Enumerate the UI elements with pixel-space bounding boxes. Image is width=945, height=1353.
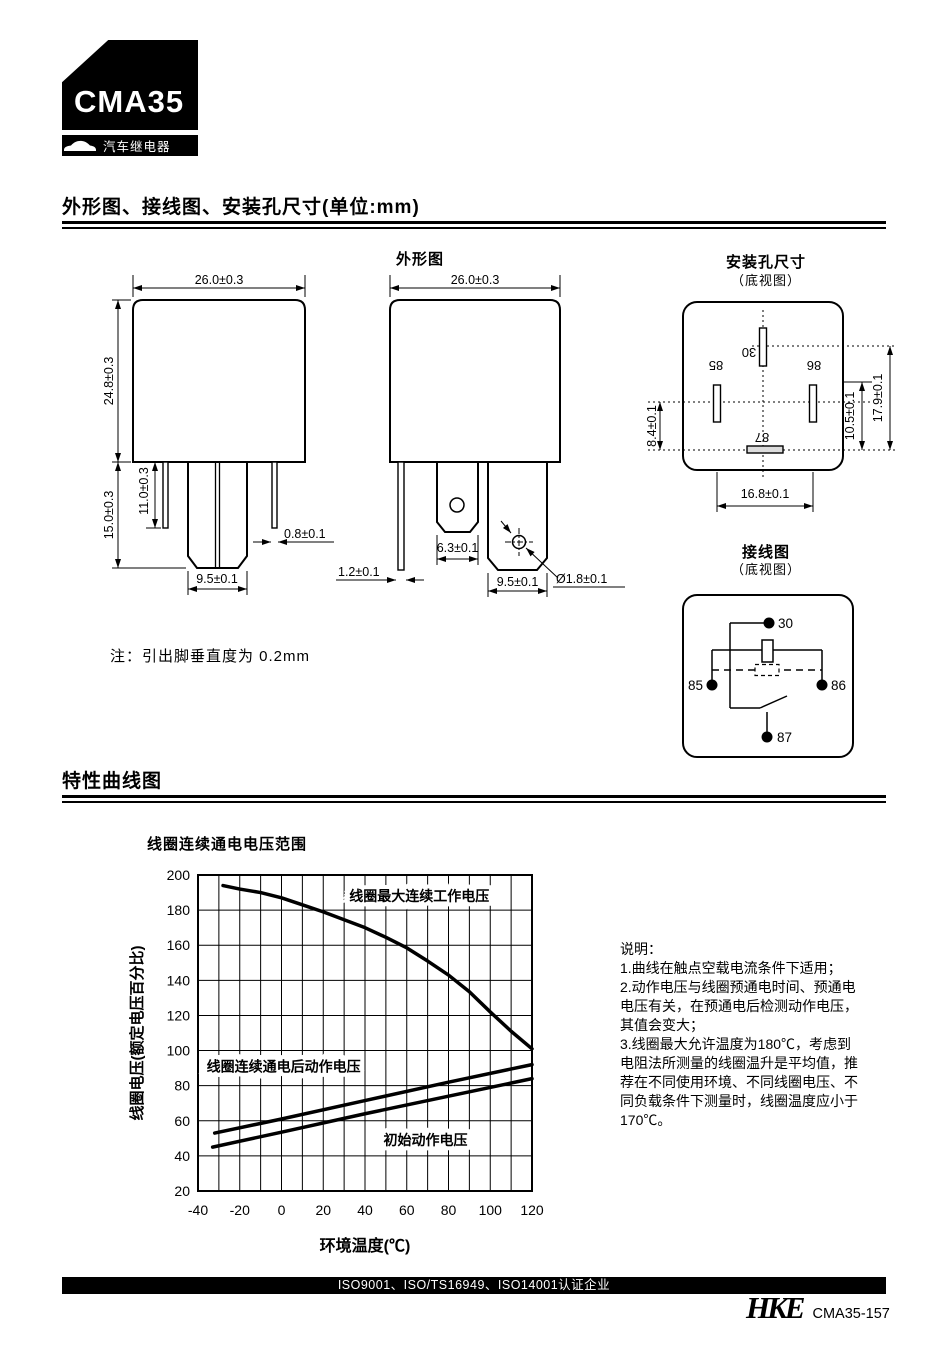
mount-dim-inner: 10.5±0.1 bbox=[843, 392, 857, 441]
dim-side-mid-pin: 6.3±0.1 bbox=[437, 541, 479, 555]
terminal-86-dot bbox=[816, 679, 828, 691]
terminal-87-dot bbox=[761, 731, 773, 743]
chart-x-tick-label: 100 bbox=[479, 1202, 503, 1218]
mount-pin-85: 85 bbox=[709, 358, 723, 373]
chart-y-tick-label: 180 bbox=[167, 902, 191, 918]
chart-series-label: 初始动作电压 bbox=[384, 1132, 468, 1148]
dim-side-hole: Ø1.8±0.1 bbox=[556, 572, 607, 586]
chart-y-tick-label: 160 bbox=[167, 937, 191, 953]
car-icon bbox=[64, 140, 96, 151]
dim-front-body-height: 24.8±0.3 bbox=[102, 357, 116, 406]
chart-x-tick-label: -40 bbox=[188, 1202, 208, 1218]
chart-y-axis-label: 线圈电压(额定电压百分比) bbox=[128, 946, 146, 1121]
dim-front-blade-width: 9.5±0.1 bbox=[196, 572, 238, 586]
chart-notes: 说明： 1.曲线在触点空载电流条件下适用； 2.动作电压与线圈预通电时间、预通电… bbox=[620, 940, 860, 1130]
dim-front-pin-total: 15.0±0.3 bbox=[102, 491, 116, 540]
wiring-subtitle: （底视图） bbox=[730, 562, 801, 577]
wiring-title: 接线图 bbox=[741, 544, 790, 561]
chart-x-tick-label: -20 bbox=[230, 1202, 250, 1218]
chart-series-label: 线圈连续通电后动作电压 bbox=[207, 1058, 361, 1074]
chart-x-tick-label: 20 bbox=[315, 1202, 331, 1218]
wiring-label-87: 87 bbox=[777, 730, 792, 745]
wiring-label-85: 85 bbox=[688, 678, 703, 693]
voltage-temperature-chart: 20 40 60 80 100 120 140 160 180 200 -40 -20 0 20 40 60 8… bbox=[128, 867, 544, 1255]
mount-pin-30: 30 bbox=[742, 345, 756, 360]
page-code: CMA35-157 bbox=[812, 1306, 890, 1322]
chart-y-tick-label: 100 bbox=[167, 1043, 191, 1059]
chart-y-tick-label: 60 bbox=[174, 1113, 190, 1129]
dim-front-pin-small: 11.0±0.3 bbox=[137, 467, 151, 515]
mount-dim-bottom: 16.8±0.1 bbox=[741, 487, 790, 501]
note-item: 2.动作电压与线圈预通电时间、预通电电压有关，在预通电后检测动作电压，其值会变大… bbox=[620, 979, 858, 1033]
section2-rule bbox=[62, 795, 886, 803]
chart-x-tick-label: 60 bbox=[399, 1202, 415, 1218]
chart-y-tick-label: 20 bbox=[174, 1183, 190, 1199]
dim-front-pin-thick: 0.8±0.1 bbox=[284, 527, 326, 541]
footer-brand-row: HKE CMA35-157 bbox=[746, 1290, 890, 1326]
dim-side-thin-pin: 1.2±0.1 bbox=[338, 565, 380, 579]
mounting-hole-drawing: 30 85 86 87 8.4±0.1 10.5±0.1 17.9±0.1 16… bbox=[645, 301, 896, 512]
mount-pin-87: 87 bbox=[755, 430, 769, 445]
mounting-title: 安装孔尺寸 bbox=[725, 254, 806, 271]
chart-plot-border bbox=[197, 874, 533, 1192]
note-item: 3.线圈最大允许温度为180℃，考虑到电阻法所测量的线圈温升是平均值，推荐在不同… bbox=[620, 1036, 858, 1128]
chart-series-line bbox=[221, 883, 534, 1051]
category-bar: 汽车继电器 bbox=[62, 135, 198, 156]
terminal-85-dot bbox=[706, 679, 718, 691]
chart-title: 线圈连续通电电压范围 bbox=[147, 836, 308, 853]
chart-y-tick-label: 120 bbox=[167, 1007, 191, 1023]
chart-x-tick-label: 0 bbox=[278, 1202, 286, 1218]
chart-series-line bbox=[212, 1062, 534, 1135]
wiring-label-86: 86 bbox=[831, 678, 846, 693]
chart-y-tick-label: 200 bbox=[167, 867, 191, 883]
outline-note: 注：引出脚垂直度为 0.2mm bbox=[110, 648, 311, 665]
chart-series-label: 线圈最大连续工作电压 bbox=[349, 888, 489, 904]
section1-rule bbox=[62, 221, 886, 229]
section1-title: 外形图、接线图、安装孔尺寸(单位:mm) bbox=[62, 197, 420, 218]
certification-bar: ISO9001、ISO/TS16949、ISO14001认证企业 bbox=[62, 1277, 886, 1294]
section2-title: 特性曲线图 bbox=[62, 771, 163, 792]
wiring-diagram: 30 85 86 87 bbox=[682, 594, 854, 758]
wiring-label-30: 30 bbox=[778, 616, 793, 631]
product-name: CMA35 bbox=[74, 84, 185, 119]
front-view-drawing: 26.0±0.3 24.8±0.3 15.0±0.3 11.0±0.3 0.8±… bbox=[102, 273, 334, 595]
chart-y-tick-label: 40 bbox=[174, 1148, 190, 1164]
category-label: 汽车继电器 bbox=[103, 140, 171, 154]
chart-y-tick-label: 80 bbox=[174, 1078, 190, 1094]
brand-logo: HKE bbox=[746, 1290, 805, 1325]
outline-drawing-title: 外形图 bbox=[395, 251, 444, 268]
terminal-30-dot bbox=[763, 617, 775, 629]
dim-side-blade-width: 9.5±0.1 bbox=[497, 575, 539, 589]
mounting-subtitle: （底视图） bbox=[730, 273, 801, 288]
note-item: 1.曲线在触点空载电流条件下适用； bbox=[620, 960, 842, 976]
chart-x-axis-label: 环境温度(℃) bbox=[320, 1236, 411, 1255]
side-view-drawing: 26.0±0.3 1.2±0.1 6.3±0.1 9.5±0.1 Ø1.8±0.… bbox=[336, 273, 625, 597]
dim-side-width: 26.0±0.3 bbox=[451, 273, 500, 287]
mount-pin-86: 86 bbox=[807, 358, 821, 373]
mount-dim-outer: 17.9±0.1 bbox=[871, 374, 885, 423]
chart-series-line bbox=[210, 1076, 534, 1149]
chart-x-tick-label: 40 bbox=[357, 1202, 373, 1218]
chart-x-tick-label: 80 bbox=[441, 1202, 457, 1218]
outline-drawings: 26.0±0.3 24.8±0.3 15.0±0.3 11.0±0.3 0.8±… bbox=[102, 273, 625, 597]
mount-dim-left: 8.4±0.1 bbox=[645, 405, 659, 447]
notes-title: 说明： bbox=[620, 941, 662, 957]
chart-x-tick-label: 120 bbox=[520, 1202, 544, 1218]
chart-y-tick-label: 140 bbox=[167, 972, 191, 988]
dim-front-width: 26.0±0.3 bbox=[195, 273, 244, 287]
